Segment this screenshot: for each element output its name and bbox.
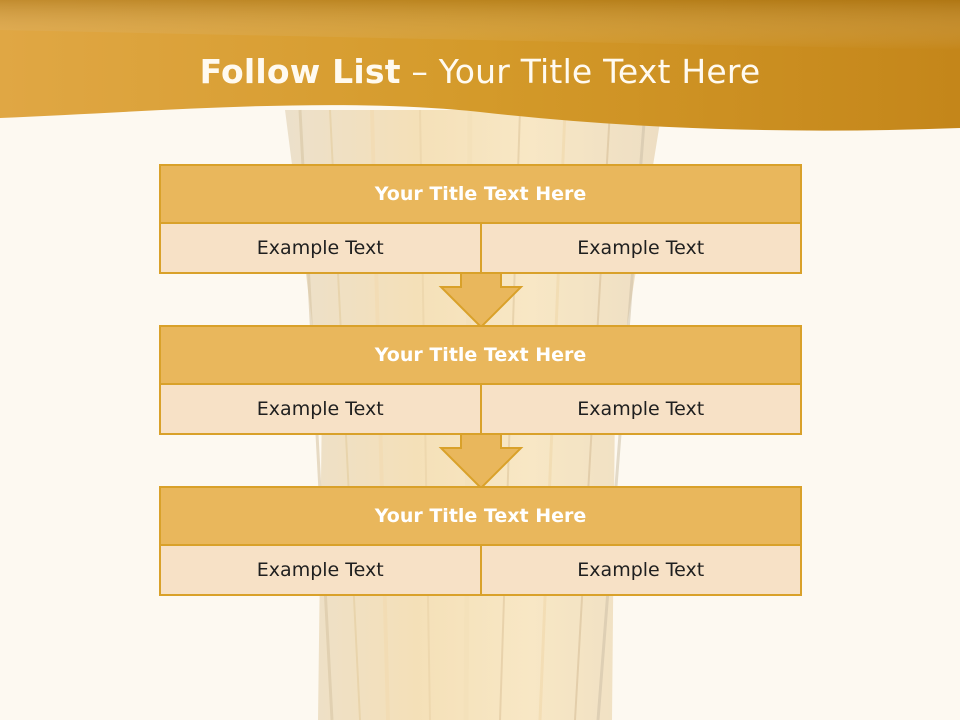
block-cell-left: Example Text (256, 559, 384, 581)
block-cell-right: Example Text (479, 546, 801, 594)
slide-title: Follow List – Your Title Text Here (0, 52, 960, 91)
block-cell-right: Example Text (479, 385, 801, 433)
block-title: Your Title Text Here (161, 166, 800, 224)
list-block-3: Your Title Text Here Example Text Exampl… (159, 486, 802, 596)
block-cell-left: Example Text (256, 237, 384, 259)
block-row: Example Text Example Text (161, 385, 800, 433)
block-row: Example Text Example Text (161, 546, 800, 594)
list-block-1: Your Title Text Here Example Text Exampl… (159, 164, 802, 274)
block-title: Your Title Text Here (161, 488, 800, 546)
block-cell-left: Example Text (256, 398, 384, 420)
block-title: Your Title Text Here (161, 327, 800, 385)
list-block-2: Your Title Text Here Example Text Exampl… (159, 325, 802, 435)
title-rest: – Your Title Text Here (411, 52, 761, 91)
block-cell-right: Example Text (479, 224, 801, 272)
block-row: Example Text Example Text (161, 224, 800, 272)
header-banner (0, 0, 960, 131)
title-bold: Follow List (199, 52, 401, 91)
down-arrow-icon (438, 271, 524, 329)
